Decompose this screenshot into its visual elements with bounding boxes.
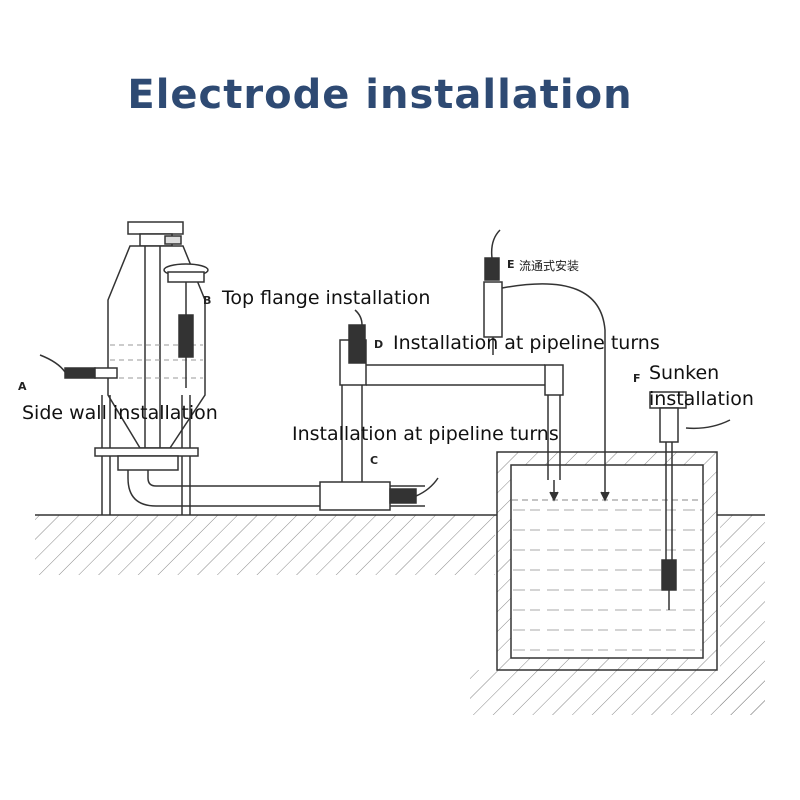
label-letter-a: A xyxy=(18,380,27,393)
label-flow-type-cn: 流通式安装 xyxy=(519,259,580,273)
electrode-b xyxy=(163,263,209,388)
label-letter-d: D xyxy=(374,338,384,351)
electrode-a xyxy=(39,354,118,379)
pipeline xyxy=(127,339,564,511)
label-side-wall: Side wall installation xyxy=(22,402,218,424)
label-letter-f: F xyxy=(633,372,641,385)
ground xyxy=(35,514,765,715)
label-pipeline-turns-upper: Installation at pipeline turns xyxy=(393,332,660,354)
label-top-flange: Top flange installation xyxy=(222,287,431,309)
label-sunken-line1: Sunken xyxy=(649,362,720,384)
electrode-d xyxy=(348,309,366,364)
label-letter-b: B xyxy=(203,294,212,307)
electrode-f xyxy=(649,391,731,610)
label-letter-c: C xyxy=(370,454,379,467)
vessel xyxy=(94,221,206,515)
page-title: Electrode installation xyxy=(127,72,633,118)
label-pipeline-turns-lower: Installation at pipeline turns xyxy=(292,423,559,445)
electrode-e xyxy=(483,229,610,502)
label-sunken-line2: installation xyxy=(649,388,754,410)
electrode-c xyxy=(389,477,439,504)
sunken-tank xyxy=(496,451,718,671)
label-letter-e: E xyxy=(507,258,515,271)
